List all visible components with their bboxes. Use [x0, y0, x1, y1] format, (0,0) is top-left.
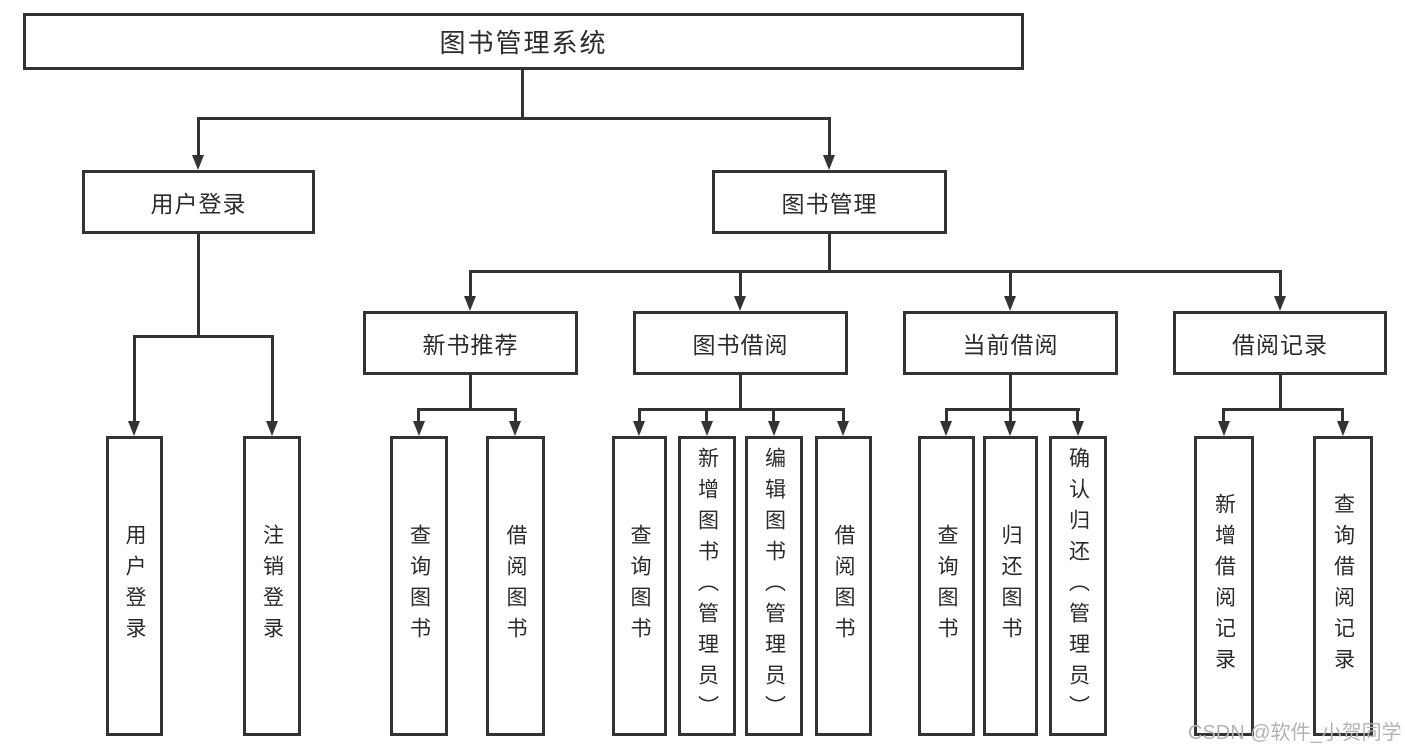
leaf-logout: 注销登录 [243, 436, 301, 736]
leaf-return-books: 归还图书 [983, 436, 1038, 736]
connector-book-borrow-trunk [739, 375, 742, 411]
arrowhead [266, 421, 278, 436]
connector-root-trunk [521, 70, 524, 120]
arrowhead [1004, 296, 1016, 311]
connector-drop-leaf-logout [271, 335, 274, 423]
connector-borrow-records-trunk [1279, 375, 1282, 411]
arrowhead [1072, 421, 1084, 436]
leaf-query-books-current: 查询图书 [918, 436, 975, 736]
arrowhead [464, 296, 476, 311]
connector-drop-book-borrow [739, 270, 742, 298]
connector-drop-leaf-user-login [133, 335, 136, 423]
arrowhead [734, 296, 746, 311]
connector-drop [417, 408, 420, 423]
connector-drop [1076, 408, 1079, 423]
leaf-user-login: 用户登录 [106, 436, 163, 736]
arrowhead [1004, 421, 1016, 436]
node-library-management-system: 图书管理系统 [23, 13, 1024, 70]
connector-current-borrow-hbar [945, 408, 1080, 411]
leaf-borrow-books-recommend: 借阅图书 [486, 436, 545, 736]
connector-user-login-trunk [197, 234, 200, 338]
connector-new-book-trunk [469, 375, 472, 411]
arrowhead [1218, 421, 1230, 436]
connector-drop [772, 408, 775, 423]
arrowhead [128, 421, 140, 436]
connector-drop [514, 408, 517, 423]
arrowhead [701, 421, 713, 436]
leaf-query-borrow-record: 查询借阅记录 [1313, 436, 1373, 736]
connector-drop [1222, 408, 1225, 423]
arrowhead [192, 155, 204, 170]
watermark: CSDN @软件_小贺同学 [1188, 722, 1402, 744]
leaf-add-borrow-record: 新增借阅记录 [1194, 436, 1254, 736]
connector-root-hbar [197, 117, 831, 120]
connector-drop-book-management [828, 117, 831, 157]
node-book-management: 图书管理 [712, 170, 947, 234]
leaf-borrow-books: 借阅图书 [815, 436, 872, 736]
connector-book-management-hbar [469, 270, 1281, 273]
connector-user-login-hbar [133, 335, 273, 338]
arrowhead [768, 421, 780, 436]
leaf-confirm-return-admin: 确认归还（管理员） [1049, 436, 1107, 736]
leaf-query-books-recommend: 查询图书 [390, 436, 448, 736]
arrowhead [823, 155, 835, 170]
arrowhead [413, 421, 425, 436]
connector-drop [1009, 408, 1012, 423]
arrowhead [837, 421, 849, 436]
connector-drop-new-book-recommend [469, 270, 472, 298]
node-current-borrow: 当前借阅 [903, 311, 1118, 375]
arrowhead [1337, 421, 1349, 436]
arrowhead [633, 421, 645, 436]
leaf-query-books-borrow: 查询图书 [612, 436, 667, 736]
connector-borrow-records-hbar [1222, 408, 1344, 411]
connector-drop [705, 408, 708, 423]
connector-current-borrow-trunk [1009, 375, 1012, 411]
node-user-login: 用户登录 [82, 170, 315, 234]
connector-drop [945, 408, 948, 423]
connector-drop-current-borrow [1009, 270, 1012, 298]
connector-drop [1341, 408, 1344, 423]
node-borrow-records: 借阅记录 [1173, 311, 1387, 375]
arrowhead [1274, 296, 1286, 311]
arrowhead [509, 421, 521, 436]
node-book-borrow: 图书借阅 [633, 311, 848, 375]
connector-book-management-trunk [828, 234, 831, 273]
node-new-book-recommend: 新书推荐 [363, 311, 578, 375]
arrowhead [940, 421, 952, 436]
connector-drop [638, 408, 641, 423]
connector-drop-borrow-records [1279, 270, 1282, 298]
leaf-add-books-admin: 新增图书（管理员） [678, 436, 736, 736]
connector-new-book-hbar [417, 408, 517, 411]
connector-book-borrow-hbar [638, 408, 845, 411]
connector-drop [842, 408, 845, 423]
connector-drop-user-login [197, 117, 200, 157]
leaf-edit-books-admin: 编辑图书（管理员） [745, 436, 803, 736]
